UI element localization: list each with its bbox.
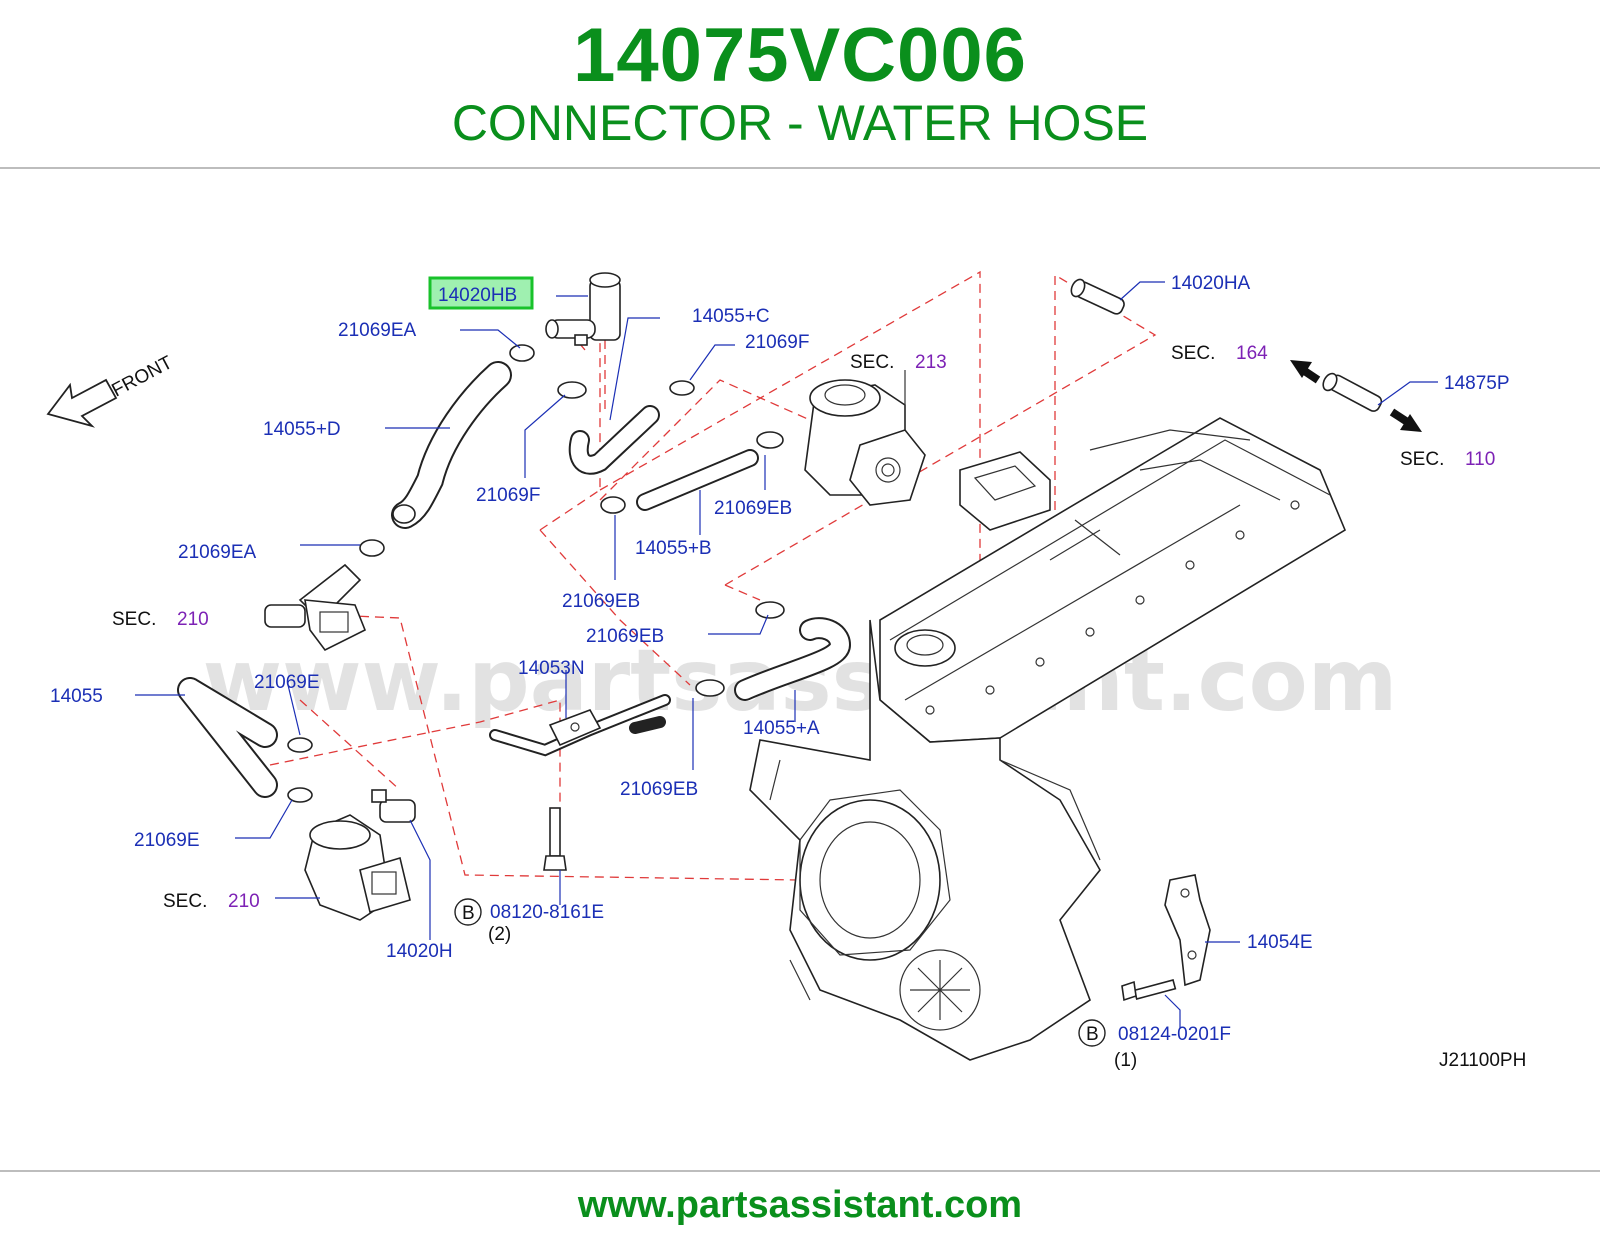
label-14055-b[interactable]: 14055+B	[635, 538, 712, 559]
front-direction-arrow	[46, 378, 118, 428]
label-sec-210-b-num[interactable]: 210	[228, 891, 260, 912]
label-sec-164-word: SEC.	[1171, 343, 1215, 364]
label-sec-164-num[interactable]: 164	[1236, 343, 1268, 364]
label-14054e[interactable]: 14054E	[1247, 932, 1313, 953]
bolt-marker-b-lower-text: B	[1086, 1024, 1099, 1045]
label-21069ea-top[interactable]: 21069EA	[338, 320, 417, 341]
hose-14055-c	[568, 405, 660, 475]
label-21069eb-e[interactable]: 21069EB	[620, 779, 698, 800]
label-21069f-low[interactable]: 21069F	[476, 485, 540, 506]
highlight-box-14020hb	[428, 276, 534, 310]
footer-divider	[0, 1170, 1600, 1172]
label-08124-qty: (1)	[1114, 1050, 1137, 1071]
label-21069eb-b[interactable]: 21069EB	[714, 498, 792, 519]
label-08120-qty: (2)	[488, 924, 511, 945]
leader-lines	[135, 281, 1438, 1028]
label-sec-213-word: SEC.	[850, 352, 894, 373]
bolt-marker-b-upper-text: B	[462, 903, 475, 924]
footer-url-link[interactable]: www.partsassistant.com	[577, 1184, 1023, 1226]
direction-arrows	[1290, 360, 1422, 432]
water-pipe-14053n	[489, 694, 671, 757]
water-outlet-sec210-upper	[264, 563, 367, 652]
label-08124-0201f[interactable]: 08124-0201F	[1118, 1024, 1231, 1045]
bolt-08124-0201f	[1121, 979, 1177, 1002]
label-sec-213-num[interactable]: 213	[915, 352, 947, 373]
label-sec-210-b-word: SEC.	[163, 891, 207, 912]
hose-14055-b	[636, 449, 759, 511]
label-21069ea-low[interactable]: 21069EA	[178, 542, 257, 563]
label-21069e-low[interactable]: 21069E	[134, 830, 200, 851]
label-14020ha[interactable]: 14020HA	[1171, 273, 1251, 294]
label-sec-210-a-word: SEC.	[112, 609, 156, 630]
label-08120-8161e[interactable]: 08120-8161E	[490, 902, 604, 923]
engine-block-lower	[749, 619, 1101, 1061]
label-21069eb-d[interactable]: 21069EB	[586, 626, 664, 647]
egr-valve-assembly	[804, 379, 926, 506]
bolt-marker-b-lower	[1078, 1019, 1106, 1047]
diagram-ref-code: J21100PH	[1439, 1050, 1526, 1071]
label-14055[interactable]: 14055	[50, 686, 103, 707]
label-14020h[interactable]: 14020H	[386, 941, 453, 962]
label-14055-d[interactable]: 14055+D	[263, 419, 341, 440]
hose-14055	[177, 677, 278, 798]
connector-14020h	[371, 789, 416, 823]
part-number-title: 14075VC006	[573, 13, 1027, 98]
sensor-14875p	[1322, 372, 1383, 412]
label-14055-a[interactable]: 14055+A	[743, 718, 820, 739]
hose-14055-a	[734, 617, 852, 701]
bolt-marker-b-upper	[454, 898, 482, 926]
engine-valve-cover	[879, 417, 1347, 743]
label-14053n[interactable]: 14053N	[518, 658, 585, 679]
label-sec-110-num[interactable]: 110	[1465, 449, 1495, 470]
label-sec-210-a-num[interactable]: 210	[177, 609, 209, 630]
hose-clamps	[287, 344, 785, 803]
part-description: CONNECTOR - WATER HOSE	[451, 95, 1149, 151]
bolt-08120-8161e	[543, 807, 567, 871]
label-14875p[interactable]: 14875P	[1444, 373, 1510, 394]
water-inlet-sec210-lower	[304, 814, 411, 921]
water-hose-connector-14020hb	[545, 272, 621, 346]
label-14020hb[interactable]: 14020HB	[438, 285, 517, 306]
label-21069e-top[interactable]: 21069E	[254, 672, 320, 693]
label-sec-110-word: SEC.	[1400, 449, 1444, 470]
connector-14020ha	[1070, 278, 1125, 315]
header-divider	[0, 167, 1600, 169]
label-14055-c[interactable]: 14055+C	[692, 306, 770, 327]
label-21069eb-c[interactable]: 21069EB	[562, 591, 640, 612]
hose-14055-d	[391, 361, 512, 529]
bracket-14054e	[1164, 874, 1211, 987]
watermark-text: www.partsassistant.com	[203, 631, 1398, 731]
page-header: 14075VC006 CONNECTOR - WATER HOSE	[0, 0, 1600, 168]
label-21069f-top[interactable]: 21069F	[745, 332, 809, 353]
